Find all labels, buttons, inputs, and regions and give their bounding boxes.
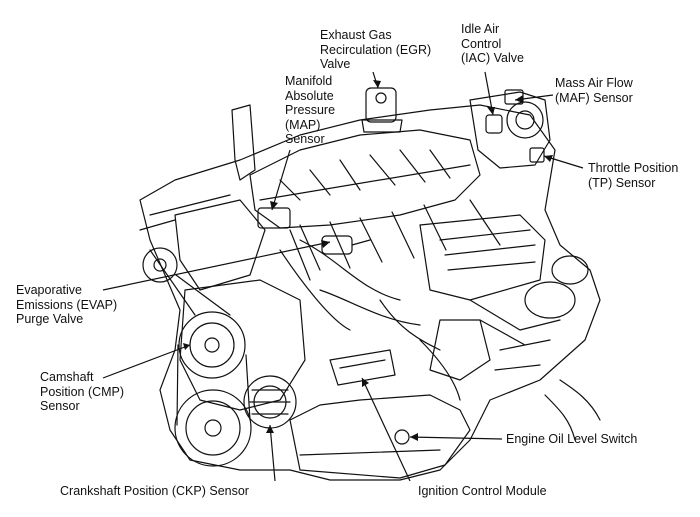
map-sensor-body [257, 207, 291, 229]
label-cmp-sensor: Camshaft Position (CMP) Sensor [40, 370, 125, 413]
valve-cover-right [419, 214, 546, 301]
throttle-body [469, 91, 551, 169]
timing-cover [179, 279, 306, 411]
arrow-iac [487, 107, 495, 115]
arrow-icm [362, 378, 369, 387]
crank-pulley [174, 389, 252, 467]
arrow-map [270, 201, 278, 210]
engine-block-outline [139, 104, 601, 481]
idler-pulley [142, 247, 178, 283]
label-egr-valve: Exhaust Gas Recirculation (EGR) Valve [320, 28, 432, 71]
arrow-tp [544, 155, 553, 162]
cam-pulley [178, 311, 246, 379]
label-ckp-sensor: Crankshaft Position (CKP) Sensor [60, 484, 249, 498]
leader-icm [361, 377, 411, 482]
label-evap-purge-valve: Evaporative Emissions (EVAP) Purge Valve [16, 283, 118, 326]
label-oil-level-switch: Engine Oil Level Switch [506, 432, 638, 446]
label-iac-valve: Idle Air Control (IAC) Valve [461, 22, 524, 65]
label-maf-sensor: Mass Air Flow (MAF) Sensor [555, 76, 633, 105]
ignition-control-module [329, 349, 396, 386]
arrow-egr [373, 80, 381, 88]
leader-oil [409, 436, 503, 440]
valve-cover-left [174, 199, 266, 291]
label-map-sensor: Manifold Absolute Pressure (MAP) Sensor [285, 74, 336, 146]
label-tp-sensor: Throttle Position (TP) Sensor [588, 161, 679, 190]
leader-ckp [269, 424, 276, 482]
tp-sensor-body [529, 147, 545, 163]
intake-plenum [249, 129, 481, 229]
leader-evap [102, 241, 331, 291]
arrow-oil [410, 433, 418, 441]
oil-level-switch-body [394, 429, 410, 445]
arrow-ckp [266, 425, 274, 433]
leader-cmp [102, 344, 191, 379]
arrow-maf [515, 95, 523, 103]
oil-pan [289, 394, 471, 479]
label-ignition-control-module: Ignition Control Module [418, 484, 547, 498]
egr-valve-body [365, 87, 397, 123]
arrow-cmp [183, 343, 190, 350]
arrow-evap [321, 240, 330, 248]
leader-map [271, 149, 291, 211]
iac-valve-body [485, 114, 503, 134]
